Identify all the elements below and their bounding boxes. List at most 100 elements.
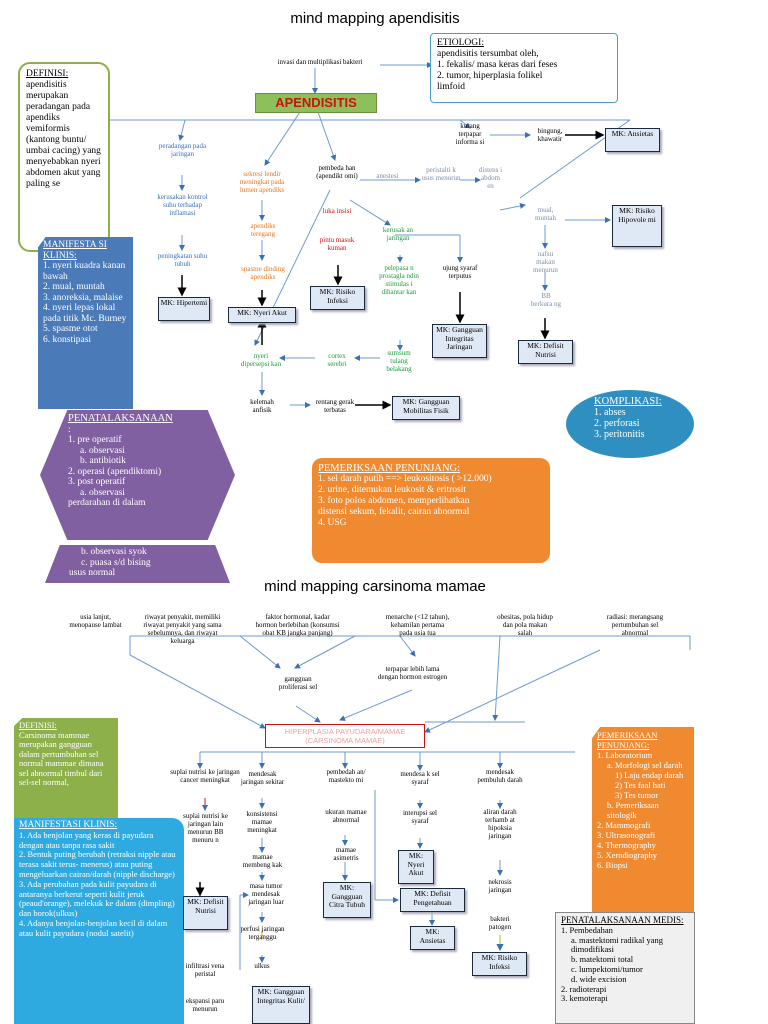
node-ujung-syaraf: ujung syaraf terputus: [442, 264, 478, 280]
mk-defisit-pengetahuan: MK: Defisit Pengetahuan: [400, 888, 465, 912]
node-pembedahan-mastektomi: pembedah an/ mastekto mi: [326, 768, 366, 784]
node-kerusakan-jaringan: kerusak an jaringan: [382, 226, 414, 242]
node-ukuran: ukuran mamae abnormal: [325, 808, 367, 824]
carsinoma-penatalaksanaan-item: 3. kemoterapi: [561, 993, 608, 1004]
carsinoma-penatalaksanaan-item: a. mastektomi radikal yang dimodifikasi: [571, 934, 664, 955]
mk-hipovolemi: MK: Risiko Hipovole mi: [612, 205, 662, 247]
node-peristaltik: peristalti k usus menurun: [421, 166, 461, 182]
komplikasi-item: 2. perforasi: [594, 418, 640, 429]
node-asimetris: mamae asimetris: [333, 846, 359, 862]
etiologi-heading: ETIOLOGI:: [437, 38, 484, 48]
carsinoma-manifestasi-item: 4. Adanya benjolan-benjolan kecil di dal…: [19, 917, 168, 938]
etiologi-line-1: 1. fekalis/ masa keras dari feses: [437, 60, 558, 70]
node-bb-berkurang: BB berkura ng: [530, 292, 562, 308]
node-masa-tumor: masa tumor mendesak jaringan luar: [248, 882, 284, 906]
definisi-heading: DEFINISI:: [26, 69, 69, 79]
risk-obesitas: obesitas, pola hidup dan pola makan sala…: [497, 613, 553, 637]
risk-menarche: menarche (<12 tahun), kehamilan pertama …: [385, 613, 450, 637]
carsinoma-pemeriksaan-item: b. Pemeriksaan sitologik: [607, 800, 659, 820]
etiologi-line-2: 2. tumor, hiperplasia folikel: [437, 71, 543, 81]
node-suplai-nutrisi: suplai nutrisi ke jaringan cancer mening…: [170, 768, 240, 784]
pemeriksaan-heading: PEMERIKSAAN PENUNJANG:: [318, 463, 461, 474]
node-gangguan-proliferasi: gangguan proliferasi sel: [278, 675, 318, 691]
node-kerusakan-kontrol: kerusakan kontrol suhu terhadap inflamas…: [157, 193, 208, 217]
node-apendiks-tegang: apendiks teregang: [250, 222, 276, 238]
carsinoma-penatalaksanaan-item: c. lumpektomi/tumor: [571, 963, 643, 974]
node-perfusi: perfusi jaringan terganggu: [240, 925, 285, 941]
node-mendesak-sekitar: mendesak jaringan sekitar: [240, 770, 285, 786]
penatalaksanaan-item: a. observasi: [80, 487, 125, 498]
mk-ansietas: MK: Ansietas: [605, 128, 660, 152]
carsinoma-penatalaksanaan-item: 1. Pembedahan: [561, 924, 613, 935]
penatalaksanaan-item: :: [68, 424, 71, 435]
mk-gangguan-integritas: MK: Gangguan Integritas Jaringan: [432, 324, 487, 358]
mk-defisit-nutrisi: MK: Defisit Nutrisi: [518, 340, 573, 364]
node-luka-insisi: luka insisi: [322, 207, 352, 215]
mk-nyeri-akut: MK: Nyeri Akut: [228, 307, 296, 323]
manifestasi-item-5: 6. konstipasi: [43, 334, 92, 345]
mk-risiko-infeksi: MK: Risiko Infeksi: [310, 286, 365, 310]
carsinoma-penatalaksanaan-item: d. wide excision: [571, 973, 627, 984]
node-mamae-membengkak: mamae membeng kak: [242, 853, 283, 869]
node-kelemah-anfisik: kelemah anfisik: [250, 398, 274, 414]
carsinoma-manifestasi-item: 2. Bentuk puting berubah (retraksi nippl…: [19, 849, 176, 879]
node-ulkus: ulkus: [254, 962, 270, 970]
node-peradangan: peradangan pada jaringan: [158, 142, 207, 158]
carsinoma-manifestasi-item: 3. Ada perubahan pada kulit payudara di …: [19, 878, 175, 919]
carsinoma-pemeriksaan-item: a. Morfologi sel darah: [607, 760, 683, 770]
carsinoma-penatalaksanaan-item: b. matektomi total: [571, 954, 634, 965]
penatalaksanaan-item: b. antibiotik: [80, 456, 126, 466]
carsinoma-pemeriksaan-item: 2. Mammografi: [597, 820, 651, 830]
node-nyeri-dipersepsi: nyeri dipersepsi kan: [240, 352, 282, 368]
carsinoma-pemeriksaan-item: 6. Biopsi: [597, 860, 628, 870]
manifestasi-item-1: 2. mual, muntah: [43, 282, 105, 292]
definisi-text: apendisitis merupakan peradangan pada ap…: [26, 80, 101, 189]
pemeriksaan-item: distensi sekum, fekalit, cairan abnormal: [318, 507, 470, 517]
mk-integritas-kulit: MK: Gangguan Integritas Kulit/: [252, 986, 310, 1024]
node-kurang-terpapar: kurang terpapar informa si: [455, 122, 485, 146]
etiologi-line-3: limfoid: [437, 82, 465, 92]
node-pintu-masuk: pintu masuk kuman: [319, 236, 355, 252]
mk-hipertermi: MK: Hipertemi: [158, 297, 210, 321]
mk-citra-tubuh: MK: Gangguan Citra Tubuh: [323, 882, 371, 918]
carsinoma-central-node: HIPERPLASIA PAYUDARA/MAMAE (CARSINOMA MA…: [265, 724, 425, 748]
mk-mobilitas: MK: Gangguan Mobilitas Fisik: [392, 396, 460, 420]
node-distensi: distens i abdom en: [478, 166, 503, 190]
komplikasi-oval: KOMPLIKASI: 1. abses 2. perforasi 3. per…: [566, 390, 694, 458]
carsinoma-manifestasi-item: 1. Ada benjolan yang keras di payudara d…: [19, 829, 154, 850]
pemeriksaan-item: 4. USG: [318, 518, 347, 528]
carsinoma-definisi-box: DEFINISI: Carsinoma mammae merupakan gan…: [14, 718, 118, 818]
manifestasi-item-0: 1. nyeri kuadra kanan bawah: [43, 261, 126, 282]
carsinoma-penatalaksanaan-box: PENATALAKSANAAN MEDIS: 1. Pembedahan a. …: [555, 912, 695, 1024]
komplikasi-heading: KOMPLIKASI:: [594, 396, 662, 407]
carsinoma-penatalaksanaan-heading: PENATALAKSANAAN MEDIS:: [561, 915, 684, 925]
carsinoma-pemeriksaan-heading: PEMERIKSAAN PENUNJANG:: [597, 730, 658, 750]
mk-carsinoma-nyeri-akut: MK: Nyeri Akut: [398, 850, 434, 884]
manifestasi-item-3: 4. nyeri lepas lokal pada titik Mc. Burn…: [43, 303, 127, 324]
penatalaksanaan-item: 3. post operatif: [68, 477, 126, 487]
risk-radiasi: radiasi: merangsang pertumbuhan sel abno…: [606, 613, 664, 637]
carsinoma-pemeriksaan-item: 1) Laju endap darah: [615, 770, 684, 780]
risk-riwayat: riwayat penyakit, memiliki riwayat penya…: [143, 613, 222, 645]
manifestasi-item-4: 5. spasme otot: [43, 324, 98, 334]
node-sumsum: sumsum tulang belakang: [386, 349, 412, 373]
node-sekresi: sekresi lendir meningkat pada lumen apen…: [239, 170, 285, 194]
mk-carsinoma-risiko-infeksi: MK: Risiko Infeksi: [472, 952, 527, 976]
node-cortex: cortex serebri: [327, 352, 347, 368]
node-interupsi: interupsi sel syaraf: [402, 809, 438, 825]
node-peningkatan-suhu: peningkatan suhu tubuh: [157, 252, 208, 268]
risk-usia: usia lanjut, menopause lambat: [69, 613, 122, 629]
node-mendesak-syaraf: mendesa k sel syaraf: [400, 770, 440, 786]
apendisitis-central-node: APENDISITIS: [255, 93, 377, 113]
pemeriksaan-box: PEMERIKSAAN PENUNJANG: 1. sel darah puti…: [312, 458, 550, 563]
carsinoma-pemeriksaan-item: 2) Tes faal hati: [615, 780, 666, 790]
mk-carsinoma-defisit-nutrisi: MK: Defisit Nutrisi: [183, 896, 228, 930]
komplikasi-item: 3. peritonitis: [594, 429, 645, 440]
penatalaksanaan-box-cont: b. observasi syok c. puasa s/d bising us…: [45, 545, 230, 583]
carsinoma-definisi-text: Carsinoma mammae merupakan gangguan dala…: [19, 729, 104, 787]
pemeriksaan-item: 3. foto polos abdomen, memperlihatkan: [318, 496, 470, 506]
node-bingung: bingung, khawatir: [537, 127, 563, 143]
risk-hormonal: faktor hormonal, kadar hormon berlebihan…: [255, 613, 340, 637]
etiologi-line-0: apendisitis tersumbat oleh,: [437, 49, 539, 59]
carsinoma-penatalaksanaan-item: 2. radioterapi: [561, 983, 607, 994]
